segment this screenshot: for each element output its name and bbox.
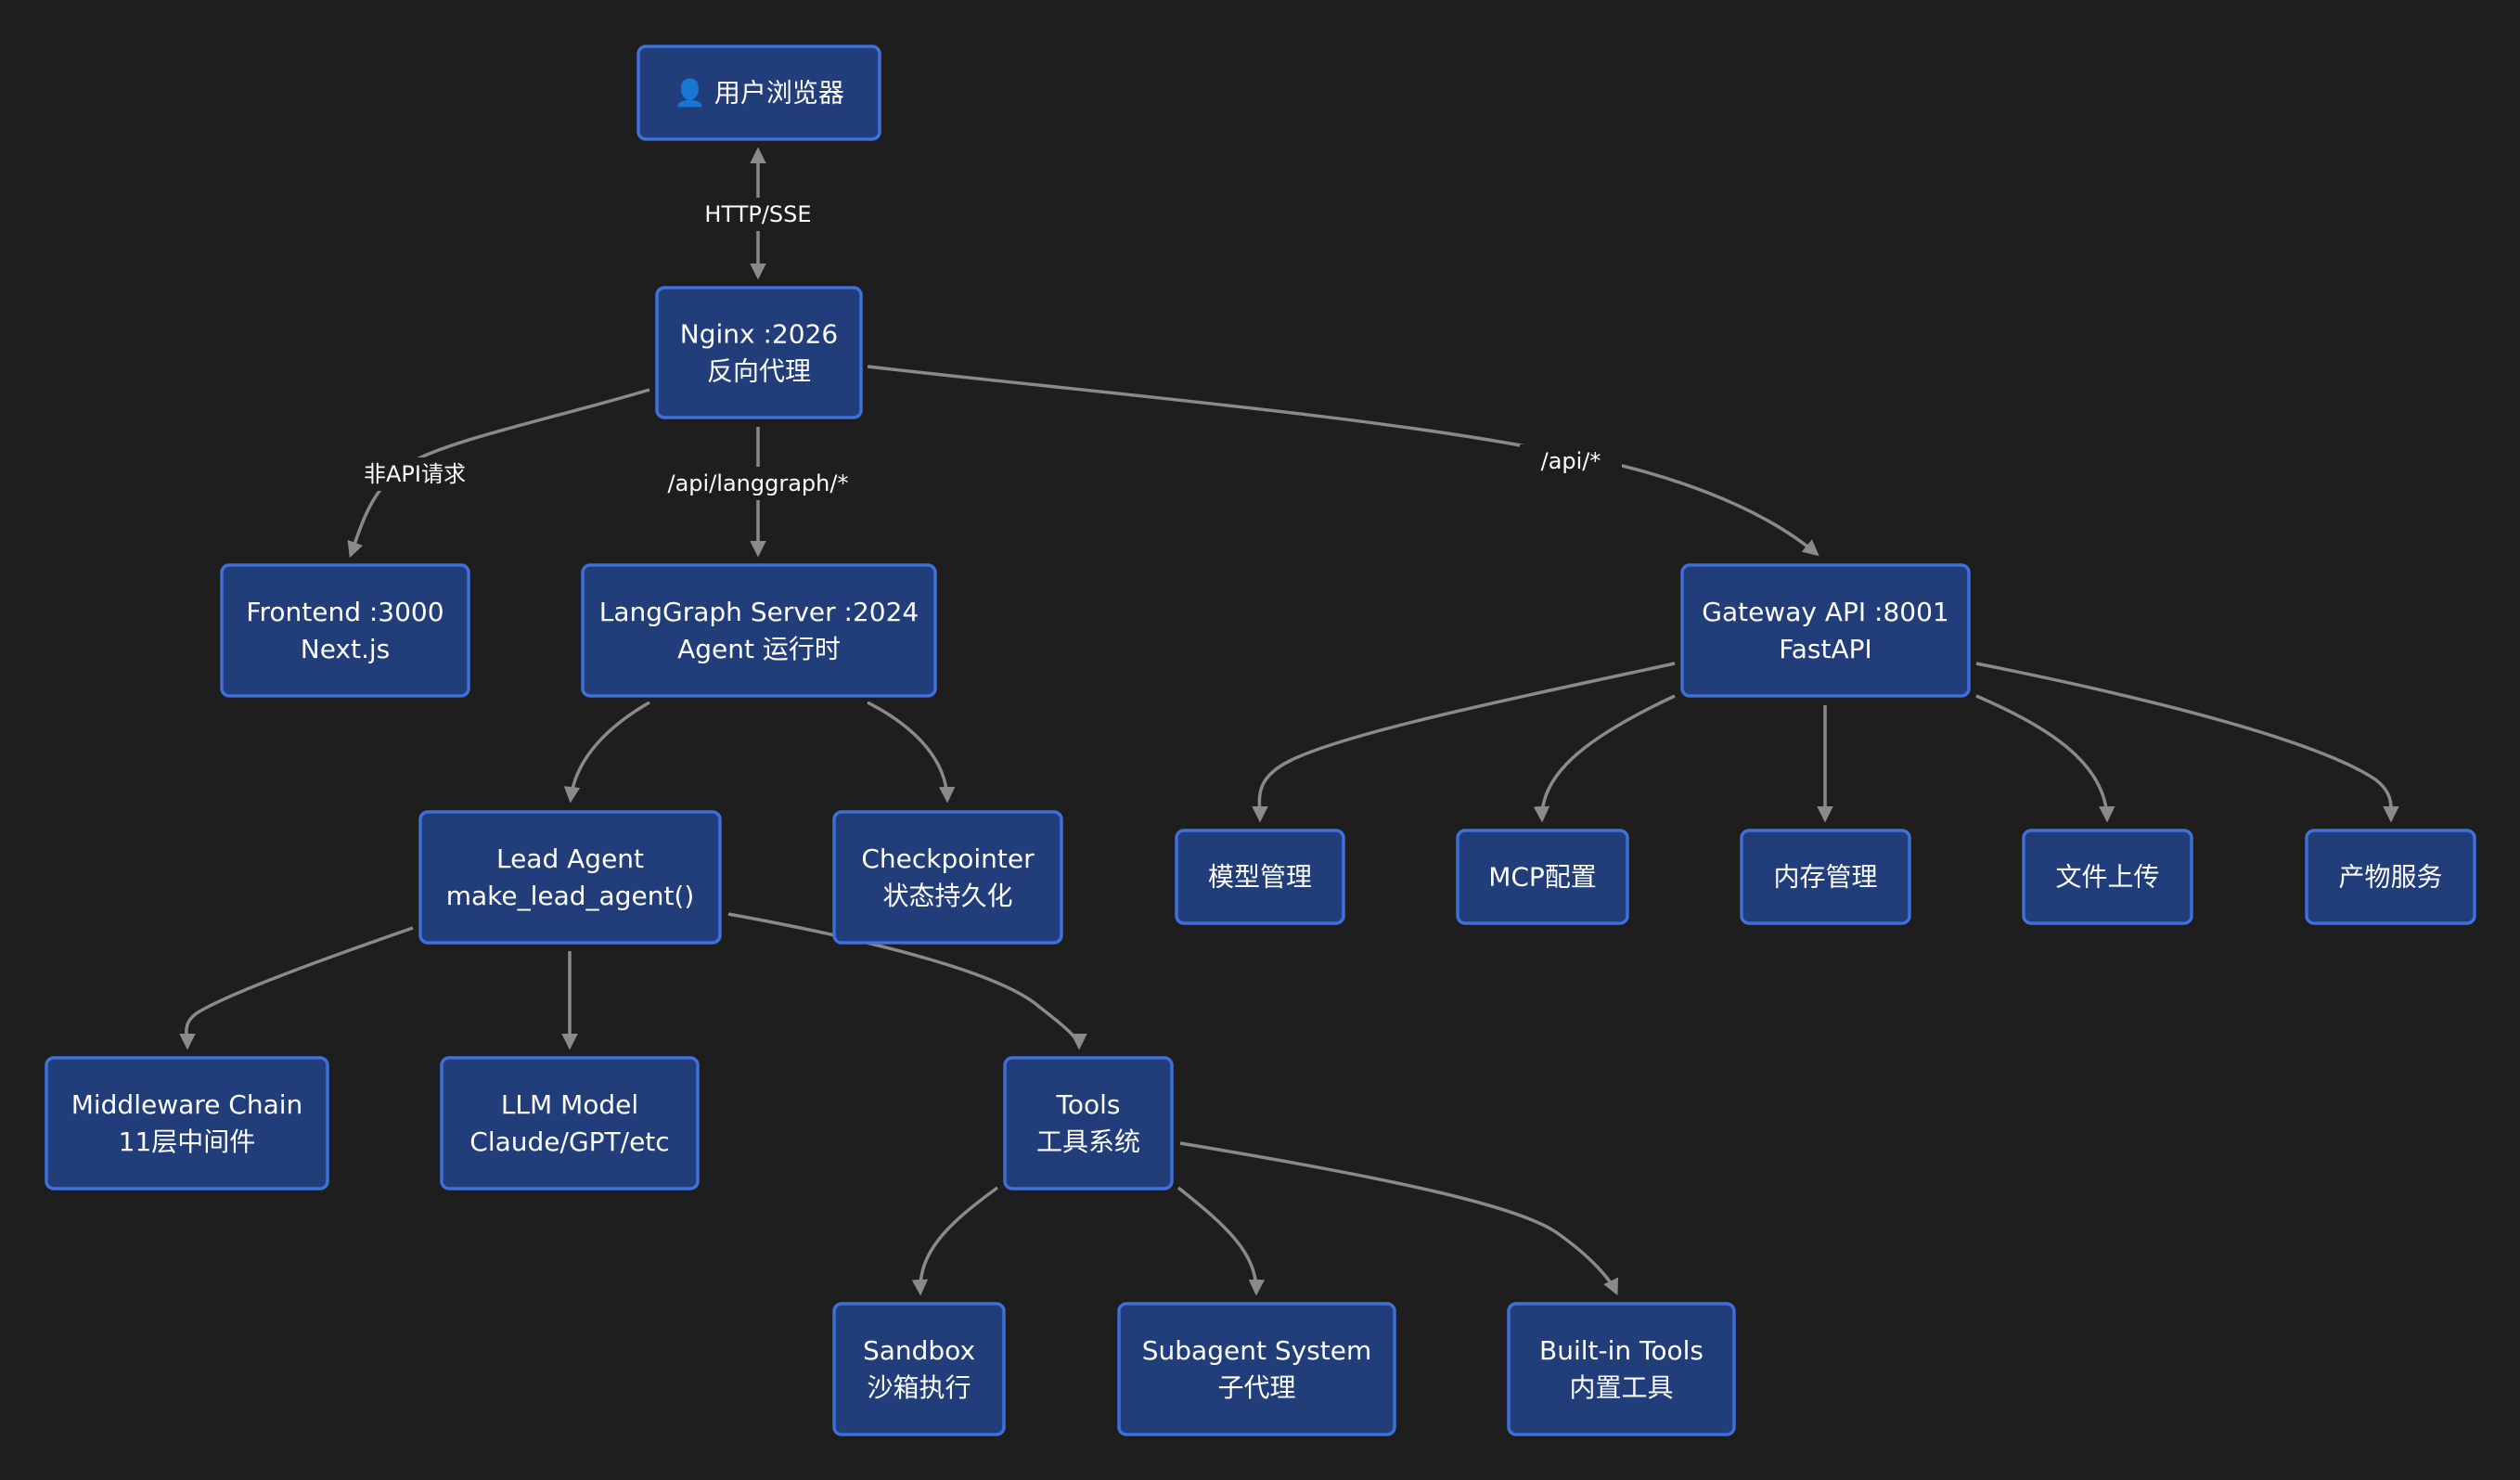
edge-label-text: /api/* bbox=[1541, 448, 1601, 474]
node-label-line: Lead Agent bbox=[496, 843, 644, 874]
node-label-line: 内存管理 bbox=[1773, 862, 1877, 893]
node-memory[interactable]: 内存管理 bbox=[1740, 829, 1911, 925]
node-label-line: Subagent System bbox=[1142, 1335, 1372, 1366]
node-box bbox=[220, 563, 470, 698]
node-box bbox=[45, 1056, 329, 1190]
node-label-line: Tools bbox=[1056, 1089, 1121, 1120]
node-label-line: LLM Model bbox=[501, 1089, 638, 1120]
node-label-line: Frontend :3000 bbox=[246, 597, 444, 627]
node-box bbox=[1003, 1056, 1174, 1190]
edge-label-nginx-to-browser: HTTP/SSE bbox=[693, 198, 823, 231]
edge-gateway-to-artifact bbox=[1975, 662, 2399, 823]
edge-gateway-to-model-mgmt bbox=[1252, 662, 1676, 823]
node-box bbox=[832, 810, 1063, 945]
node-label-line: Sandbox bbox=[863, 1335, 975, 1366]
edge-label-nginx-to-gateway: /api/* bbox=[1520, 444, 1622, 478]
node-artifact[interactable]: 产物服务 bbox=[2305, 829, 2476, 925]
node-model-mgmt[interactable]: 模型管理 bbox=[1175, 829, 1345, 925]
edge-tools-to-subagent bbox=[1176, 1186, 1266, 1296]
node-label-line: 文件上传 bbox=[2055, 862, 2159, 893]
node-builtin[interactable]: Built-in Tools 内置工具 bbox=[1507, 1302, 1736, 1436]
edge-label-nginx-to-langgraph: /api/langgraph/* bbox=[637, 467, 879, 500]
node-label-line: make_lead_agent() bbox=[446, 881, 695, 911]
node-checkpointer[interactable]: Checkpointer 状态持久化 bbox=[832, 810, 1063, 945]
nodes-layer: 👤 用户浏览器 Nginx :2026 反向代理 Frontend :3000Next… bbox=[45, 45, 2476, 1436]
edge-label-text: HTTP/SSE bbox=[704, 201, 811, 227]
node-box bbox=[655, 286, 863, 419]
node-nginx[interactable]: Nginx :2026 反向代理 bbox=[655, 286, 863, 419]
edge-tools-to-builtin bbox=[1179, 1141, 1619, 1296]
node-label-line: 沙箱执行 bbox=[867, 1372, 971, 1403]
node-label-line: Claude/GPT/etc bbox=[469, 1126, 669, 1157]
edge-lead-to-tools bbox=[727, 912, 1087, 1050]
node-label-line: FastAPI bbox=[1779, 634, 1872, 664]
edge-label-nginx-to-frontend: 非API请求 bbox=[364, 457, 466, 491]
node-label-line: 状态持久化 bbox=[882, 881, 1012, 911]
node-label-line: 工具系统 bbox=[1036, 1126, 1140, 1157]
node-label-line: Nginx :2026 bbox=[680, 319, 838, 350]
edge-label-background bbox=[693, 198, 823, 231]
edge-label-background bbox=[364, 457, 466, 491]
edge-gateway-to-upload bbox=[1975, 694, 2115, 823]
node-label-line: 11层中间件 bbox=[119, 1126, 256, 1157]
edge-label-background bbox=[1520, 444, 1622, 478]
node-box bbox=[1740, 829, 1911, 925]
node-box bbox=[1175, 829, 1345, 925]
node-sandbox[interactable]: Sandbox 沙箱执行 bbox=[832, 1302, 1006, 1436]
edge-tools-to-sandbox bbox=[911, 1186, 999, 1296]
node-label-line: 反向代理 bbox=[707, 356, 811, 387]
edge-label-text: /api/langgraph/* bbox=[668, 470, 849, 496]
node-box bbox=[1456, 829, 1629, 925]
edge-label-text: 非API请求 bbox=[364, 461, 466, 487]
node-subagent[interactable]: Subagent System 子代理 bbox=[1117, 1302, 1396, 1436]
node-label-line: 产物服务 bbox=[2338, 862, 2442, 893]
edge-gateway-to-mcp bbox=[1533, 694, 1676, 823]
node-label-line: 👤 用户浏览器 bbox=[674, 78, 844, 109]
node-label-line: Gateway API :8001 bbox=[1702, 597, 1948, 627]
node-lead[interactable]: Lead Agent make_lead_agent() bbox=[418, 810, 722, 945]
node-box bbox=[1507, 1302, 1736, 1436]
node-label-line: Agent 运行时 bbox=[677, 634, 841, 664]
node-label-line: 模型管理 bbox=[1208, 862, 1312, 893]
node-box bbox=[1117, 1302, 1396, 1436]
node-box bbox=[1680, 563, 1971, 698]
node-box bbox=[440, 1056, 700, 1190]
node-middleware[interactable]: Middleware Chain 11层中间件 bbox=[45, 1056, 329, 1190]
node-box bbox=[2305, 829, 2476, 925]
node-label-line: Checkpointer bbox=[861, 843, 1035, 874]
node-box bbox=[832, 1302, 1006, 1436]
edge-langgraph-to-lead bbox=[563, 701, 650, 804]
node-label-line: Built-in Tools bbox=[1539, 1335, 1704, 1366]
edges-layer bbox=[179, 147, 2399, 1296]
node-label-line: 子代理 bbox=[1217, 1372, 1295, 1403]
edge-lead-to-middleware bbox=[179, 926, 414, 1050]
node-label-line: 内置工具 bbox=[1569, 1372, 1673, 1403]
edge-label-background bbox=[637, 467, 879, 500]
node-browser[interactable]: 👤 用户浏览器 bbox=[636, 45, 881, 141]
node-mcp[interactable]: MCP配置 bbox=[1456, 829, 1629, 925]
node-label-line: Next.js bbox=[301, 634, 391, 664]
node-label-line: Middleware Chain bbox=[71, 1089, 303, 1120]
node-label-line: MCP配置 bbox=[1488, 862, 1597, 893]
node-box bbox=[2022, 829, 2193, 925]
node-box bbox=[636, 45, 881, 141]
node-upload[interactable]: 文件上传 bbox=[2022, 829, 2193, 925]
edge-langgraph-to-checkpointer bbox=[867, 701, 956, 804]
node-box bbox=[581, 563, 937, 698]
node-tools[interactable]: Tools 工具系统 bbox=[1003, 1056, 1174, 1190]
node-box bbox=[418, 810, 722, 945]
edge-labels-layer: HTTP/SSE 非API请求/api/langgraph/* /api/* bbox=[364, 198, 1622, 500]
edge-nginx-to-gateway bbox=[867, 365, 1819, 557]
node-label-line: LangGraph Server :2024 bbox=[599, 597, 919, 627]
